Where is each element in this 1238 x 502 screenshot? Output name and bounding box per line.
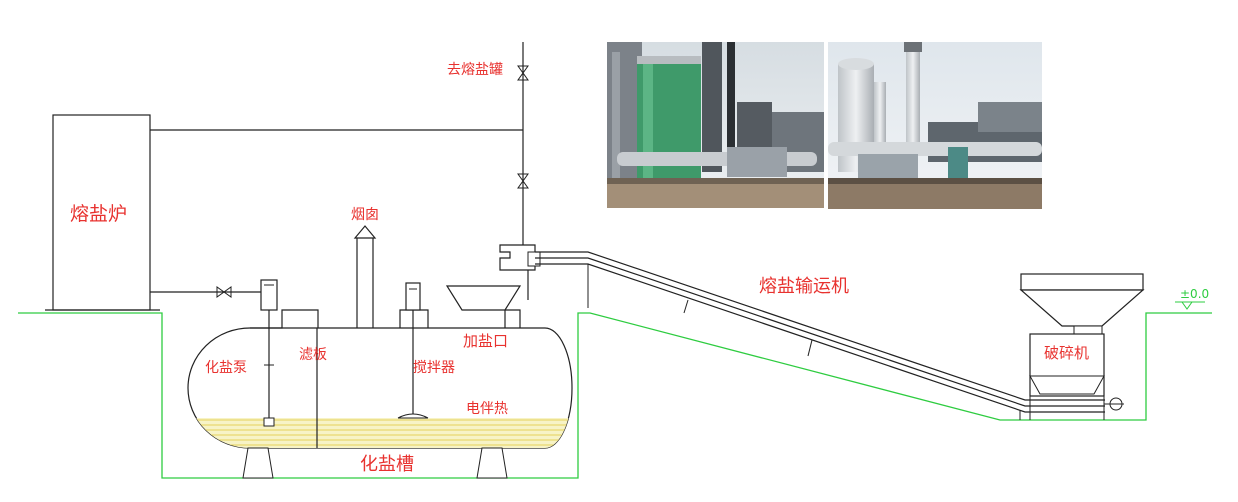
valve-icon: [517, 173, 529, 189]
conveyor-belt: [535, 251, 1105, 420]
pump-icon: [260, 279, 278, 427]
agitator-label: 搅拌器: [413, 360, 455, 376]
tank-support: [242, 447, 274, 479]
salt-inlet-funnel: [445, 285, 522, 311]
pump-label: 化盐泵: [205, 360, 247, 376]
tank-label: 化盐槽: [360, 454, 414, 475]
heat-tracing-label: 电伴热: [466, 401, 508, 417]
conveyor-label: 熔盐输运机: [759, 276, 849, 297]
to-tank-label: 去熔盐罐: [447, 62, 503, 78]
valve-icon: [517, 65, 529, 81]
inlet-label: 加盐口: [463, 332, 508, 350]
molten-salt-fill: [188, 418, 572, 448]
valve-icon: [216, 286, 232, 298]
ground-line: [18, 312, 1212, 479]
chimney-icon: [353, 225, 377, 328]
conveyor-head: [499, 244, 541, 300]
ground-level-label: ±0.0: [1180, 287, 1209, 301]
tank-support: [476, 447, 508, 479]
plant-photo-green-tower: [607, 42, 824, 208]
ground-level-marker: [1175, 301, 1205, 310]
crusher-label: 破碎机: [1044, 344, 1089, 362]
filter-plate-label: 滤板: [299, 347, 327, 363]
crusher-icon: [1019, 273, 1145, 420]
furnace-label: 熔盐炉: [70, 203, 127, 225]
plant-photo-silver-tower: [828, 42, 1042, 209]
agitator-icon: [397, 282, 429, 419]
chimney-label: 烟囱: [351, 207, 379, 223]
